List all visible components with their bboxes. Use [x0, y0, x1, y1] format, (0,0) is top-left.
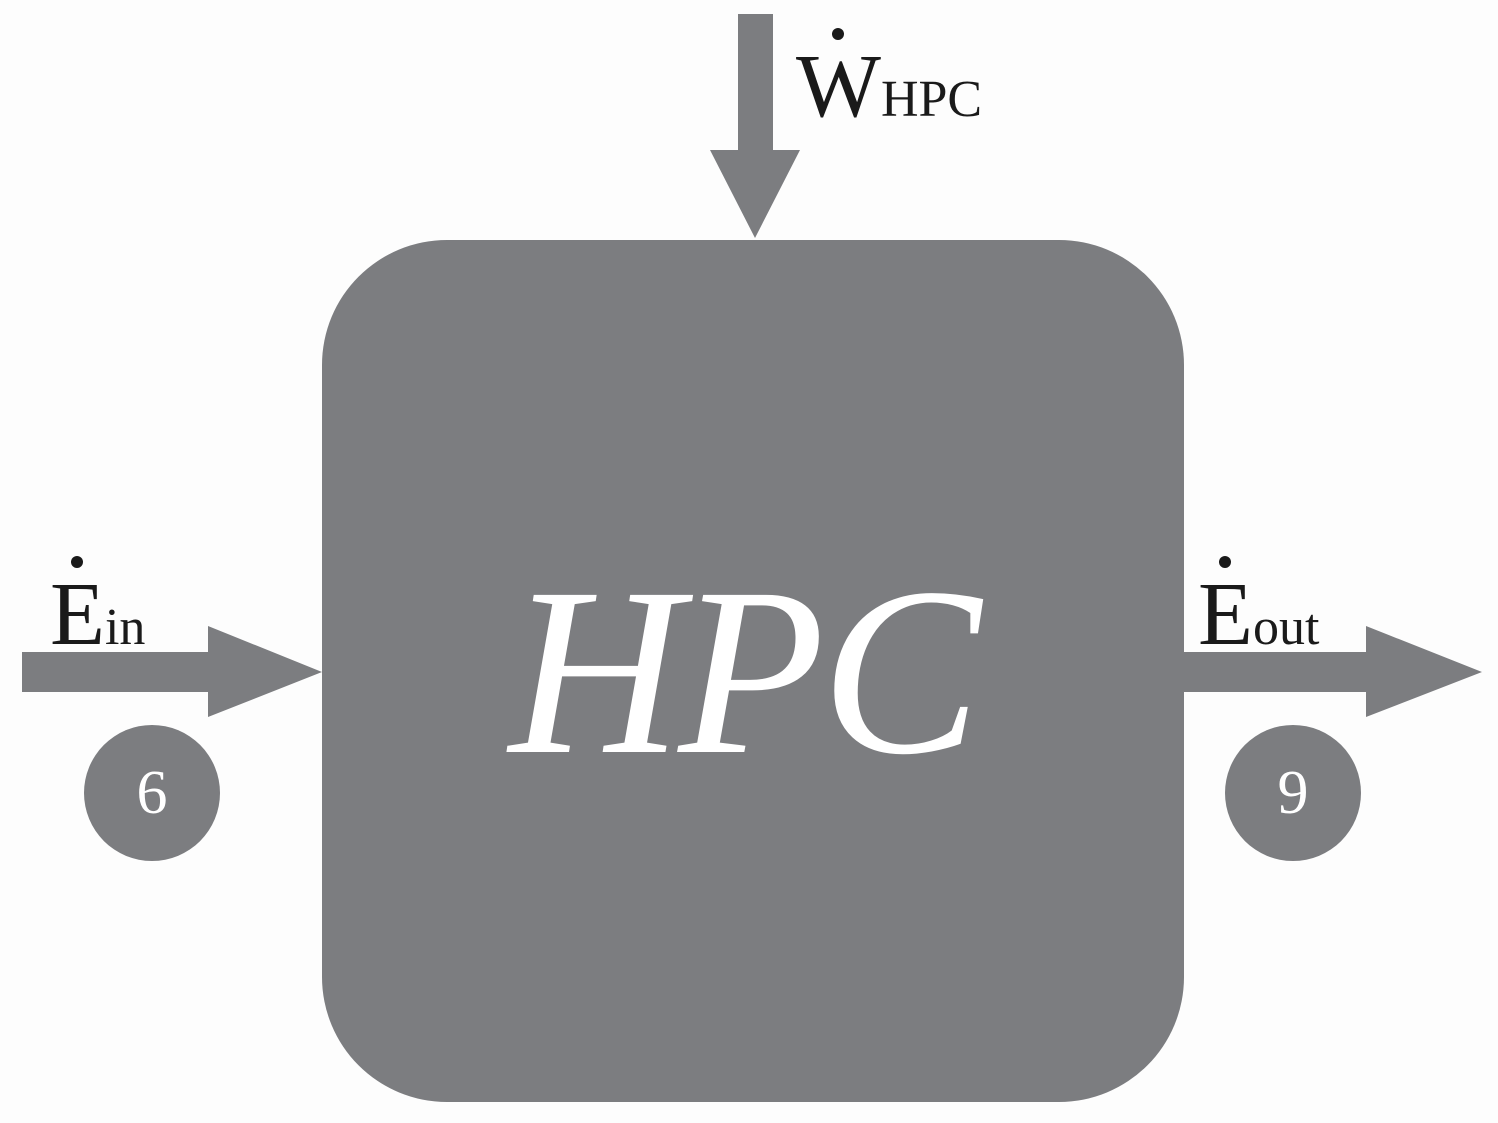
stream-number-badge-in: 6	[84, 725, 220, 861]
time-derivative-dot-icon	[1219, 556, 1232, 568]
work-symbol-text: W	[796, 37, 881, 136]
time-derivative-dot-icon	[832, 28, 845, 40]
exergy-in-symbol: E	[50, 556, 105, 660]
work-symbol: W	[796, 28, 881, 132]
exergy-out-subscript: out	[1252, 599, 1320, 656]
exergy-out-symbol-text: E	[1198, 565, 1253, 664]
exergy-out-symbol: E	[1198, 556, 1253, 660]
exergy-out-arrow	[1184, 626, 1482, 717]
work-input-arrow	[710, 14, 800, 238]
work-input-label: WHPC	[796, 28, 983, 132]
exergy-out-label: Eout	[1198, 556, 1320, 660]
exergy-in-arrow	[22, 626, 322, 717]
hpc-component-block: HPC	[322, 240, 1184, 1102]
exergy-in-symbol-text: E	[50, 565, 105, 664]
stream-number-badge-out: 9	[1225, 725, 1361, 861]
hpc-label: HPC	[509, 538, 981, 804]
work-subscript: HPC	[880, 71, 983, 128]
exergy-in-subscript: in	[104, 599, 146, 656]
time-derivative-dot-icon	[71, 556, 84, 568]
exergy-in-label: Ein	[50, 556, 146, 660]
